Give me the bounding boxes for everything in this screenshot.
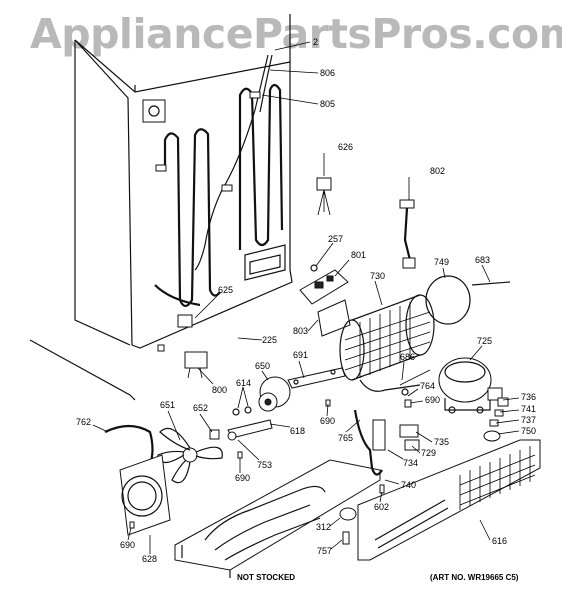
callout: 652 [193,403,208,413]
callout: 735 [434,437,449,447]
callout: 801 [351,250,366,260]
callout: 312 [316,522,331,532]
part-741 [494,409,504,417]
part-729 [404,439,420,451]
watermark: AppliancePartsPros.com [30,10,562,58]
part-312-foot [339,507,357,521]
callout: 616 [492,536,507,546]
part-725-compressor [438,357,503,414]
callout: 764 [420,381,435,391]
part-735 [399,424,419,438]
callout: 650 [255,361,270,371]
callout: 737 [521,415,536,425]
callout: 740 [401,480,416,490]
callout: 618 [290,426,305,436]
part-800-relay [184,351,208,379]
callout: 628 [142,554,157,564]
callout: 690 [235,473,250,483]
part-602-screw [379,484,385,494]
part-750 [483,430,501,442]
callout: 730 [370,271,385,281]
part-762-tube [104,424,154,466]
callout: 741 [521,404,536,414]
callout: 803 [293,326,308,336]
not-stocked-label: NOT STOCKED [237,573,295,582]
part-drier [372,419,386,451]
callout: 2 [313,37,318,47]
part-614a [232,408,240,416]
leader-lines [92,41,520,554]
part-683-wire [471,281,511,286]
callout: 257 [328,234,343,244]
art-number: (ART NO. WR19665 C5) [430,573,519,582]
callout: 806 [320,68,335,78]
part-650-fan-motor [258,376,291,412]
callout: 690 [120,540,135,550]
callout: 762 [76,417,91,427]
callout-labels: 2 806 805 626 802 257 801 730 749 683 62… [76,37,536,582]
part-691-bracket [287,367,346,389]
callout: 805 [320,99,335,109]
callout: 757 [317,546,332,556]
part-651-fan-blade [157,427,223,484]
callout: 725 [477,336,492,346]
part-765-tube [353,409,383,476]
part-base-pan [174,459,381,578]
callout: 690 [425,395,440,405]
part-626-thermistor [316,177,332,216]
callout: 736 [521,392,536,402]
callout: 614 [236,378,251,388]
callout: 225 [262,335,277,345]
part-730-condenser [339,294,435,392]
part-749-fan-disk [425,275,471,325]
part-753-clip [227,431,237,441]
callout: 800 [212,385,227,395]
callout: 686 [400,352,415,362]
callout: 729 [421,448,436,458]
callout: 802 [430,166,445,176]
callout: 626 [338,142,353,152]
callout: 602 [374,502,389,512]
part-690-screw [129,521,135,529]
callout: 765 [338,433,353,443]
callout: 690 [320,416,335,426]
part-628-fan-shroud [119,454,171,536]
callout: 750 [521,426,536,436]
callout: 691 [293,350,308,360]
part-652 [209,429,220,440]
part-614b [244,406,252,414]
part-736 [497,397,509,407]
part-801-control-board [299,264,351,337]
part-802-harness [399,199,416,269]
callout: 749 [434,257,449,267]
part-764 [401,388,409,396]
callout: 683 [475,255,490,265]
part-757-screw [342,531,350,545]
callout: 734 [403,458,418,468]
part-616-grille [357,439,541,561]
callout: 651 [160,400,175,410]
cabinet-back-panel [29,14,293,401]
callout: 625 [218,285,233,295]
callout: 753 [257,460,272,470]
part-686 [399,369,431,386]
